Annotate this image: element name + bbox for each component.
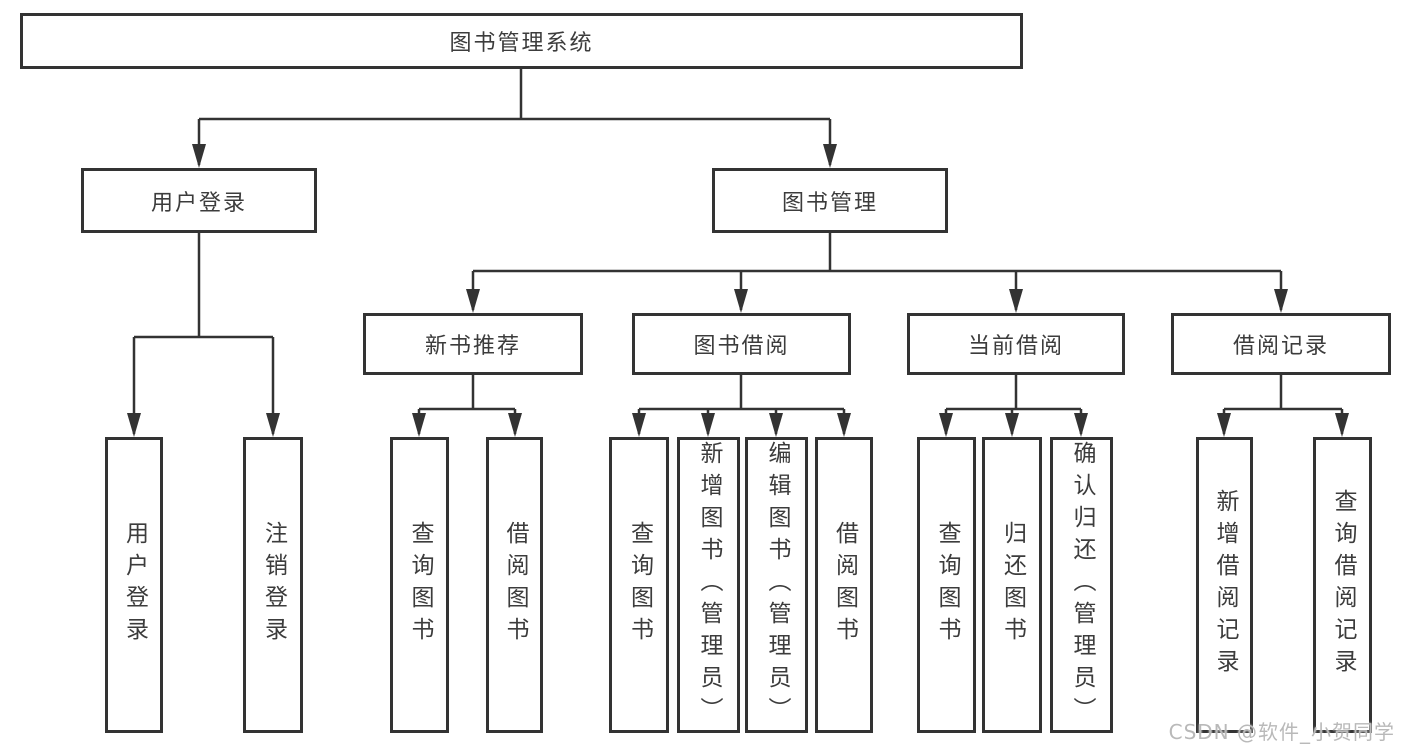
node-label-borrow-books-recommend: 借阅图书 [502, 521, 528, 649]
node-borrow-books-recommend: 借阅图书 [486, 437, 543, 733]
arrowhead-icon [1009, 289, 1023, 313]
node-label-borrowing-records: 借阅记录 [1232, 334, 1329, 359]
node-user-login-module: 用户登录 [81, 168, 317, 233]
connector-line [1222, 375, 1344, 434]
node-add-borrow-record: 新增借阅记录 [1196, 437, 1253, 733]
node-label-book-borrowing: 图书借阅 [693, 334, 790, 359]
node-query-books-borrow: 查询图书 [609, 437, 669, 733]
arrowhead-icon [1074, 413, 1088, 437]
node-label-root: 图书管理系统 [449, 31, 594, 56]
node-return-books: 归还图书 [982, 437, 1042, 733]
node-query-books-recommend: 查询图书 [390, 437, 449, 733]
node-book-management: 图书管理 [712, 168, 948, 233]
arrowhead-icon [1217, 413, 1231, 437]
node-label-logout: 注销登录 [260, 521, 287, 649]
node-label-confirm-return-admin: 确认归还（管理员） [1069, 441, 1095, 729]
node-label-user-login-module: 用户登录 [150, 190, 247, 216]
node-label-query-books-recommend: 查询图书 [407, 521, 433, 649]
node-current-borrowing: 当前借阅 [907, 313, 1125, 375]
node-label-new-book-recommend: 新书推荐 [424, 334, 521, 359]
node-user-login: 用户登录 [105, 437, 163, 733]
node-label-query-borrow-record: 查询借阅记录 [1330, 489, 1356, 681]
arrowhead-icon [734, 289, 748, 313]
arrowhead-icon [412, 413, 426, 437]
connector-line [417, 375, 517, 434]
arrowhead-icon [632, 413, 646, 437]
node-new-book-recommend: 新书推荐 [363, 313, 583, 375]
node-label-add-borrow-record: 新增借阅记录 [1212, 489, 1238, 681]
connector-line [637, 375, 846, 434]
node-book-borrowing: 图书借阅 [632, 313, 851, 375]
node-borrow-books: 借阅图书 [815, 437, 873, 733]
node-label-add-books-admin: 新增图书（管理员） [696, 441, 722, 729]
arrowhead-icon [1005, 413, 1019, 437]
node-confirm-return-admin: 确认归还（管理员） [1050, 437, 1113, 733]
arrowhead-icon [823, 144, 837, 168]
node-root: 图书管理系统 [20, 13, 1023, 69]
node-logout: 注销登录 [243, 437, 303, 733]
node-label-edit-books-admin: 编辑图书（管理员） [764, 441, 790, 729]
node-label-current-borrowing: 当前借阅 [967, 334, 1064, 359]
node-label-query-books-current: 查询图书 [934, 521, 960, 649]
arrowhead-icon [1335, 413, 1349, 437]
arrowhead-icon [192, 144, 206, 168]
arrowhead-icon [1274, 289, 1288, 313]
node-label-query-books-borrow: 查询图书 [626, 521, 653, 649]
arrowhead-icon [127, 413, 141, 437]
arrowhead-icon [939, 413, 953, 437]
watermark-text: CSDN @软件_小贺同学 [1168, 720, 1395, 744]
connector-line [197, 69, 832, 165]
node-query-borrow-record: 查询借阅记录 [1313, 437, 1372, 733]
connector-line [471, 233, 1283, 310]
node-label-return-books: 归还图书 [999, 521, 1026, 649]
arrowhead-icon [837, 413, 851, 437]
arrowhead-icon [701, 413, 715, 437]
node-add-books-admin: 新增图书（管理员） [677, 437, 740, 733]
node-label-user-login: 用户登录 [121, 521, 148, 649]
node-label-book-management: 图书管理 [781, 190, 878, 216]
arrowhead-icon [266, 413, 280, 437]
arrowhead-icon [769, 413, 783, 437]
node-borrowing-records: 借阅记录 [1171, 313, 1391, 375]
node-query-books-current: 查询图书 [917, 437, 976, 733]
node-label-borrow-books: 借阅图书 [831, 521, 858, 649]
arrowhead-icon [466, 289, 480, 313]
arrowhead-icon [508, 413, 522, 437]
node-edit-books-admin: 编辑图书（管理员） [745, 437, 808, 733]
connector-line [132, 233, 275, 434]
